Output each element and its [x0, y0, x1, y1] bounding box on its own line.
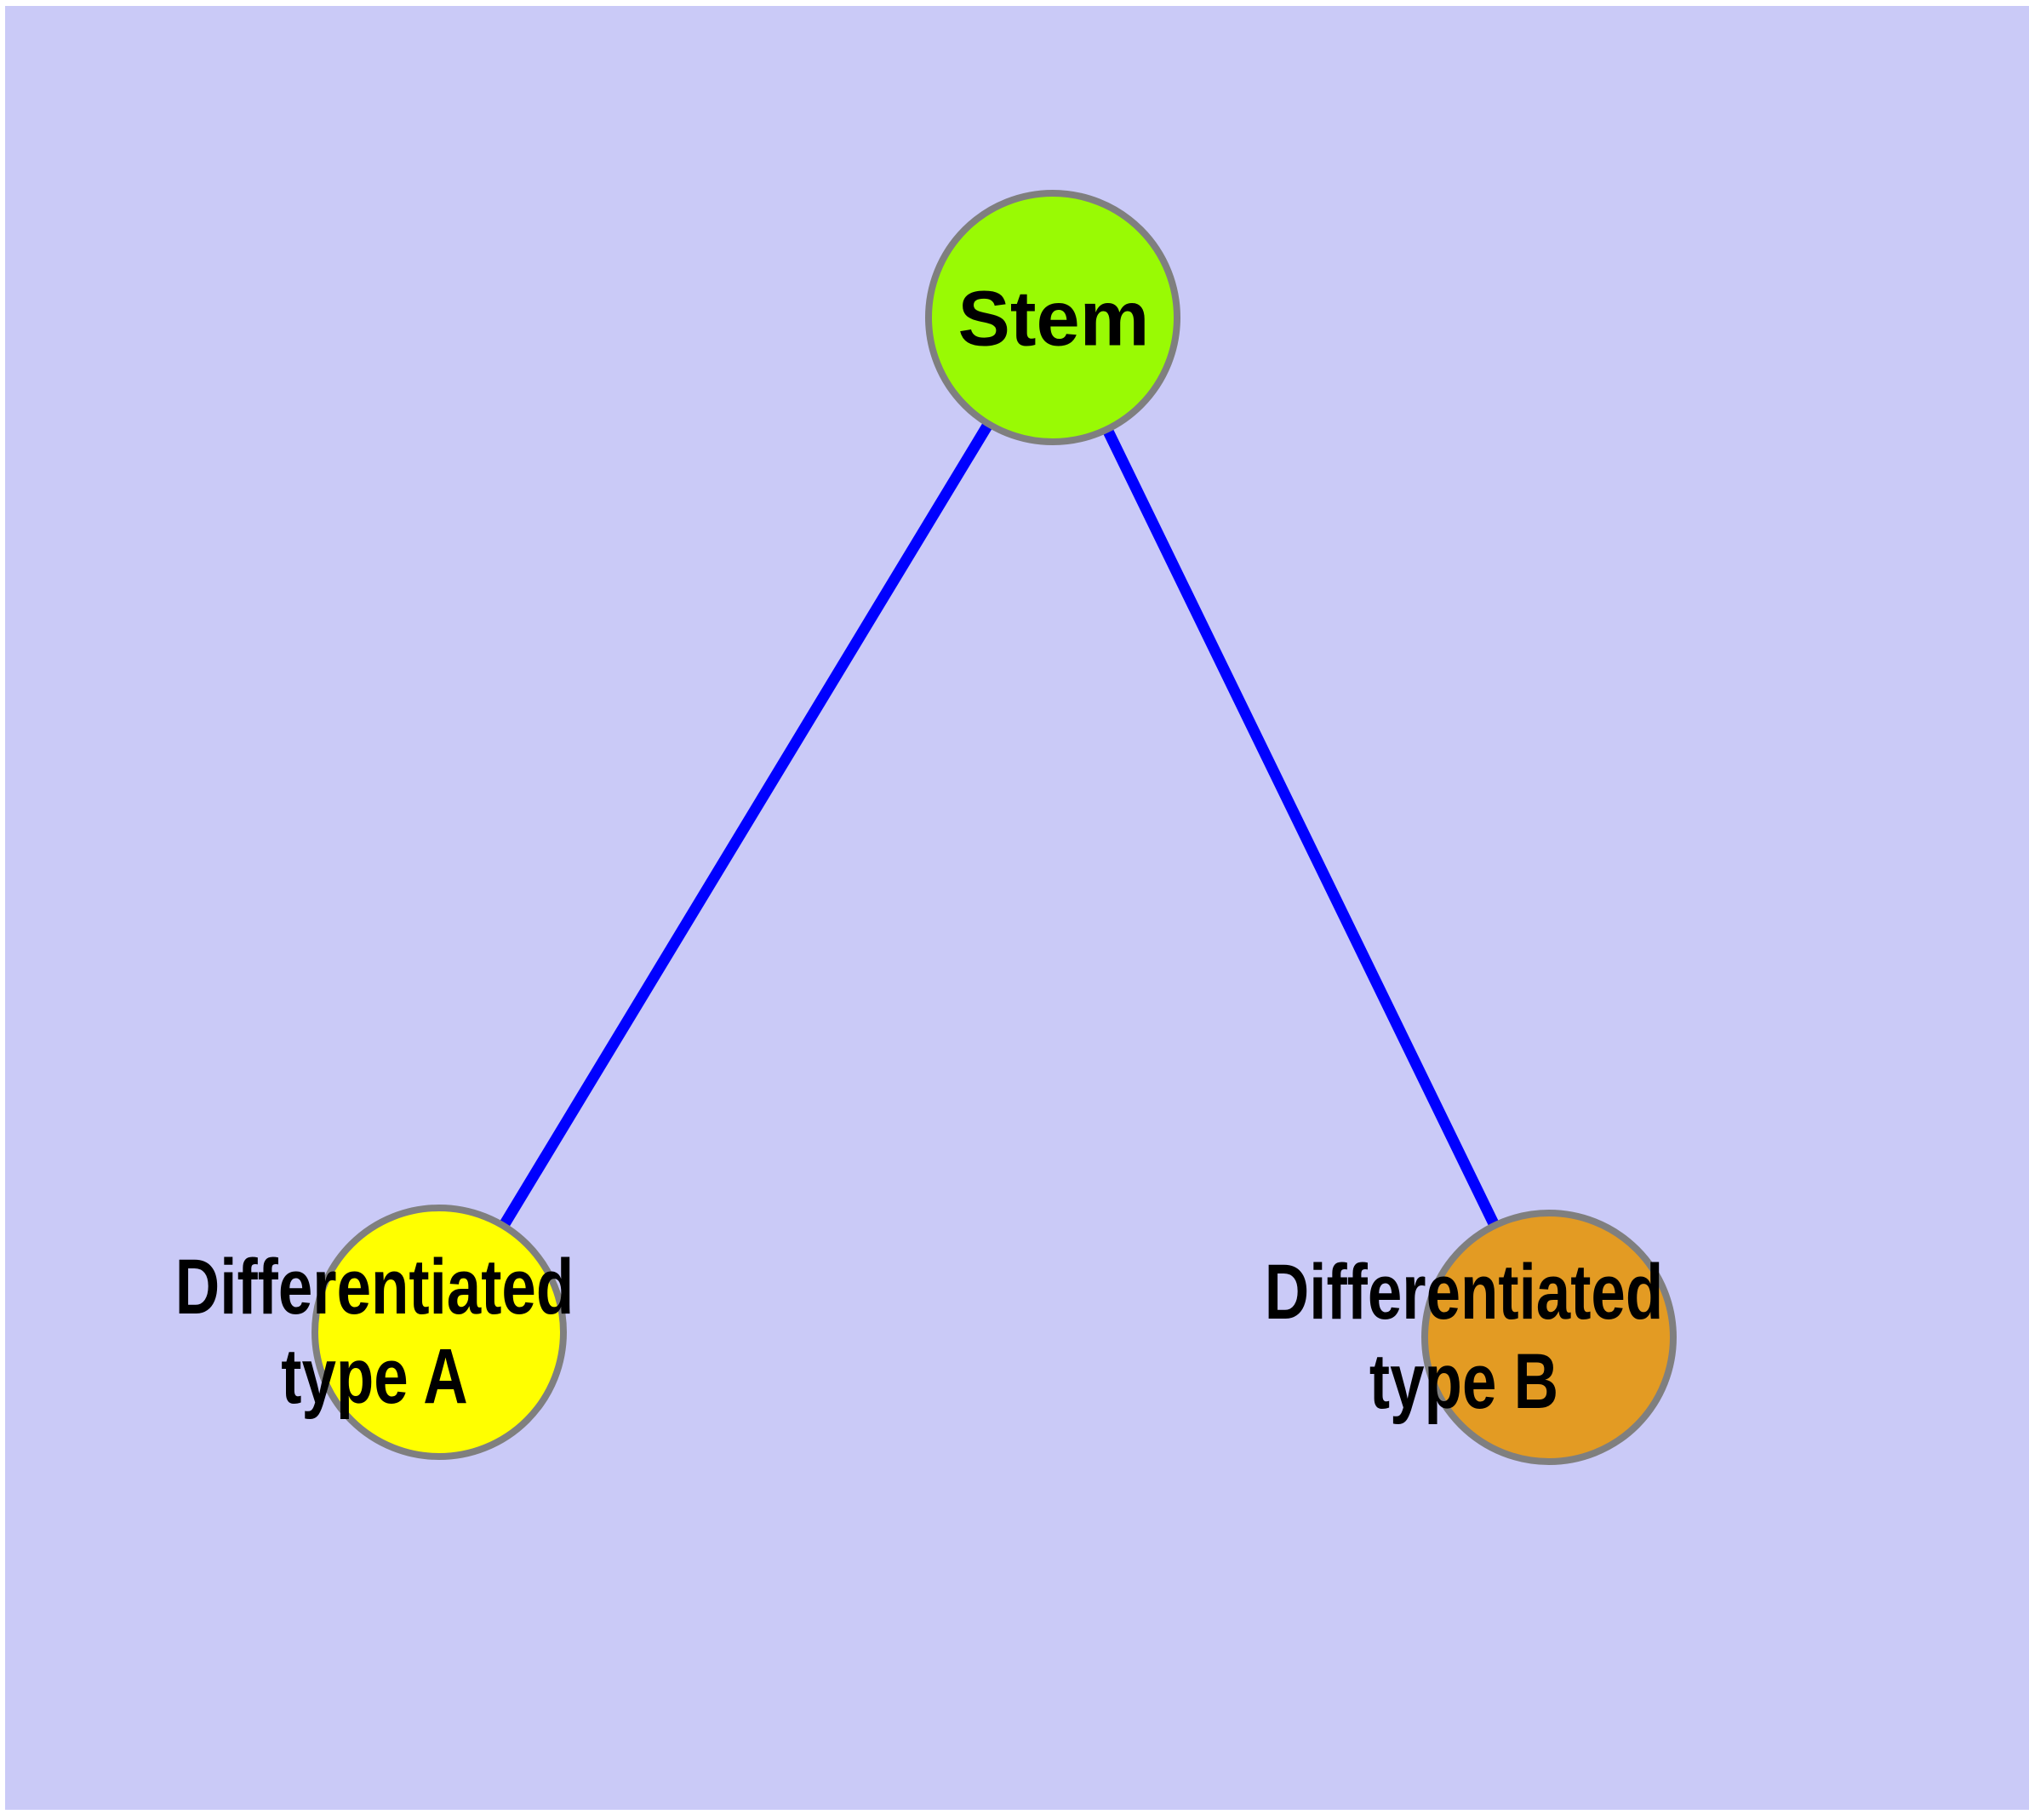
node-stem[interactable] — [925, 190, 1180, 445]
node-differentiated-type-a[interactable] — [311, 1205, 567, 1460]
node-differentiated-type-b[interactable] — [1421, 1210, 1677, 1465]
edge-stem-to-differentiated-type-a — [434, 314, 1058, 1336]
edge-stem-to-differentiated-type-b — [1048, 315, 1554, 1340]
